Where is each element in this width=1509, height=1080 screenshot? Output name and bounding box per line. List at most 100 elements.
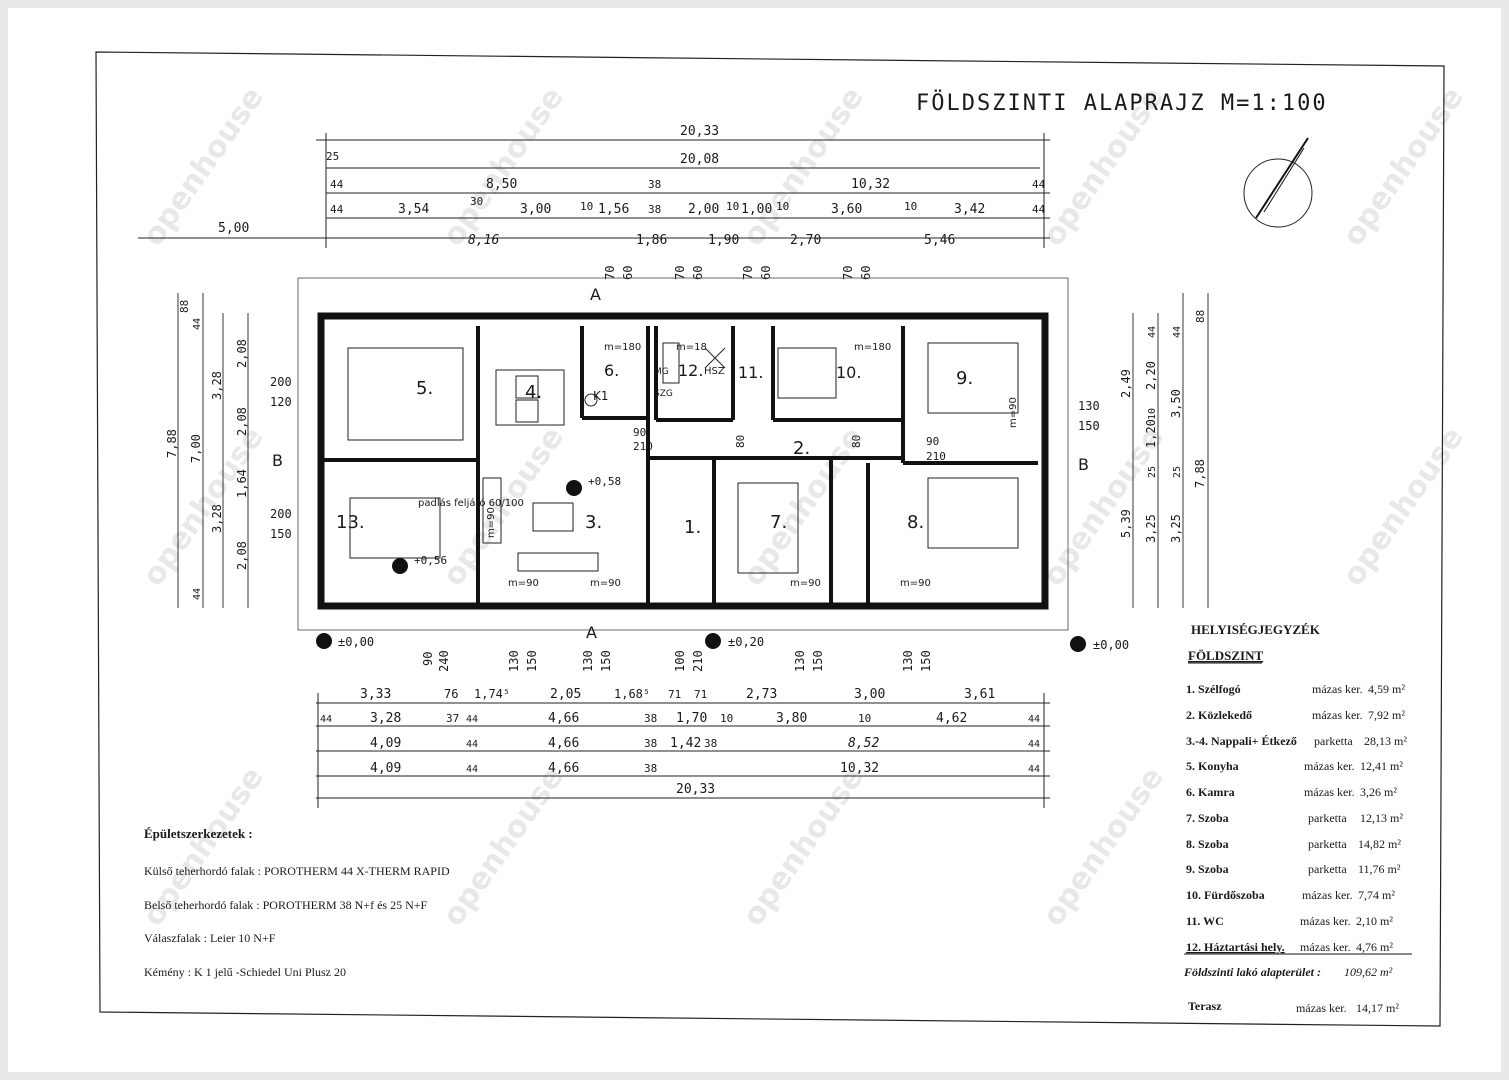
svg-text:mázas ker.: mázas ker. <box>1304 785 1355 799</box>
top-dimensions: 20,33 25 20,08 44 8,50 38 10,32 44 44 3,… <box>138 124 1050 280</box>
schedule-row: 1. Szélfogó mázas ker. 4,59 m² <box>1186 682 1405 696</box>
dim-top: 44 <box>1032 178 1046 191</box>
dim-top: 3,42 <box>954 202 985 217</box>
svg-text:12. Háztartási hely.: 12. Háztartási hely. <box>1186 940 1285 954</box>
dim-bottom: 4,62 <box>936 711 967 726</box>
dim-bottom: 1,68⁵ <box>614 687 650 701</box>
door-label: m=180 <box>854 342 891 353</box>
dim-right-window: 130 <box>1078 399 1100 413</box>
svg-text:7,92 m²: 7,92 m² <box>1368 708 1405 722</box>
dim-bottom: 1,74⁵ <box>474 687 510 701</box>
dim-right: 3,50 <box>1169 389 1183 418</box>
room-12-label: 12. <box>678 361 703 380</box>
watermark-text: openhouse <box>1036 761 1171 933</box>
dim-top: 3,54 <box>398 202 429 217</box>
room-8-label: 8. <box>907 512 924 533</box>
dim-top: 1,86 <box>636 233 667 248</box>
door-label: m=90 <box>900 578 931 589</box>
svg-text:8. Szoba: 8. Szoba <box>1186 837 1229 851</box>
svg-text:2. Közlekedő: 2. Közlekedő <box>1186 708 1252 722</box>
svg-text:mázas ker.: mázas ker. <box>1296 1001 1347 1015</box>
dim-bottom: 3,61 <box>964 687 995 702</box>
dim-bottom: 4,66 <box>548 736 579 751</box>
dim-bottom-window: 150 <box>811 650 825 672</box>
dim-window: 60 <box>691 266 705 280</box>
north-arrow-icon <box>1243 137 1313 228</box>
dim-bottom-window: 130 <box>901 650 915 672</box>
svg-text:3.-4. Nappali+ Étkező: 3.-4. Nappali+ Étkező <box>1186 734 1297 748</box>
structures-line: Külső teherhordó falak : POROTHERM 44 X-… <box>144 864 450 878</box>
dim-top: 5,00 <box>218 221 249 236</box>
dim-left-window: 120 <box>270 395 292 409</box>
dim-top: 1,90 <box>708 233 739 248</box>
svg-text:12,41 m²: 12,41 m² <box>1360 759 1403 773</box>
dim-window: 60 <box>621 266 635 280</box>
svg-text:11,76 m²: 11,76 m² <box>1358 862 1401 876</box>
svg-text:mázas ker.: mázas ker. <box>1304 759 1355 773</box>
schedule-row: 12. Háztartási hely. mázas ker. 4,76 m² <box>1186 940 1393 954</box>
left-dimensions: 7,88 7,00 88 44 44 3,28 3,28 2,08 2,08 1… <box>165 293 292 608</box>
svg-text:mázas ker.: mázas ker. <box>1302 888 1353 902</box>
dim-left: 88 <box>178 300 191 313</box>
dim-top: 10 <box>580 200 593 213</box>
dim-bottom: 4,09 <box>370 736 401 751</box>
dim-bottom: 71 <box>668 688 681 701</box>
dim-label: 80 <box>734 435 747 448</box>
dim-right: 5,39 <box>1119 509 1133 538</box>
room-5-label: 5. <box>416 378 433 399</box>
svg-text:parketta: parketta <box>1314 734 1353 748</box>
svg-text:10. Fürdőszoba: 10. Fürdőszoba <box>1186 888 1265 902</box>
dim-right: 3,25 <box>1144 514 1158 543</box>
svg-text:parketta: parketta <box>1308 837 1347 851</box>
dim-bottom: 8,52 <box>848 736 879 751</box>
schedule-row: 7. Szoba parketta 12,13 m² <box>1186 811 1403 825</box>
watermark-text: openhouse <box>136 81 271 253</box>
dim-left-window: 200 <box>270 507 292 521</box>
room-schedule: HELYISÉGJEGYZÉK FÖLDSZINT 1. Szélfogó má… <box>1183 622 1412 1015</box>
dim-right: 10 <box>1147 408 1158 420</box>
dim-label: 80 <box>850 435 863 448</box>
door-label: m=90 <box>486 507 497 538</box>
dim-right: 44 <box>1172 326 1183 338</box>
dim-right: 7,88 <box>1193 459 1207 488</box>
dim-bottom: 38 <box>644 762 657 775</box>
dim-bottom: 71 <box>694 688 707 701</box>
dim-bottom: 3,33 <box>360 687 391 702</box>
dim-window: 70 <box>673 266 687 280</box>
room-11-label: 11. <box>738 363 763 382</box>
dim-window: 60 <box>759 266 773 280</box>
watermark-text: openhouse <box>736 761 871 933</box>
door-label: m=18 <box>676 342 707 353</box>
dim-bottom: 76 <box>444 687 458 701</box>
dim-bottom-window: 130 <box>507 650 521 672</box>
dim-right: 25 <box>1172 466 1183 478</box>
watermark-text: openhouse <box>436 81 571 253</box>
building-walls <box>297 277 1069 631</box>
dim-bottom-window: 130 <box>581 650 595 672</box>
door-label: m=90 <box>1008 397 1019 428</box>
svg-text:7,74 m²: 7,74 m² <box>1358 888 1395 902</box>
dim-bottom: 3,00 <box>854 687 885 702</box>
svg-text:28,13 m²: 28,13 m² <box>1364 734 1407 748</box>
dim-top: 10,32 <box>851 177 890 192</box>
dim-window: 70 <box>841 266 855 280</box>
dim-label: 90 <box>633 426 646 439</box>
dim-bottom: 37 <box>446 712 459 725</box>
dim-top-total: 20,33 <box>680 124 719 139</box>
level-marker-icon <box>1070 636 1086 652</box>
svg-text:mázas ker.: mázas ker. <box>1300 940 1351 954</box>
dim-bottom: 38 <box>704 737 717 750</box>
szg-label: SZG <box>654 389 673 399</box>
svg-text:mázas ker.: mázas ker. <box>1312 682 1363 696</box>
dim-top: 3,00 <box>520 202 551 217</box>
section-a-bottom: A <box>586 623 597 642</box>
dim-top: 25 <box>326 150 339 163</box>
dim-top: 5,46 <box>924 233 955 248</box>
room-labels: 1. 2. 3. 4. 5. 6. 7. 8. 9. 10. 11. 12. 1… <box>336 361 973 538</box>
level-marker-icon <box>316 633 332 649</box>
dim-top: 10 <box>904 200 917 213</box>
dim-left: 3,28 <box>210 371 224 400</box>
dim-top: 38 <box>648 203 661 216</box>
svg-text:3,26 m²: 3,26 m² <box>1360 785 1397 799</box>
level-marker-icon <box>392 558 408 574</box>
